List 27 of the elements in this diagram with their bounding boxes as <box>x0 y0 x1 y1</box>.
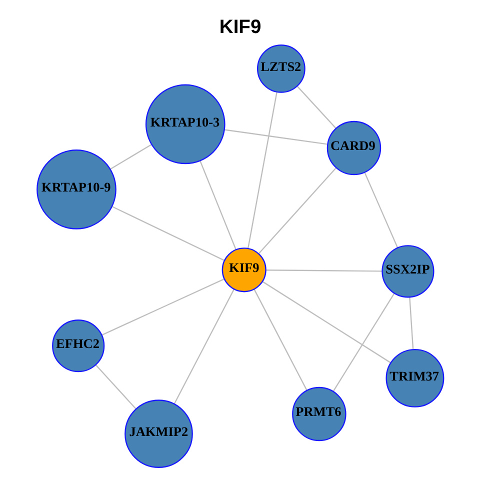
connector <box>100 278 224 336</box>
node-circle: SSX2IP <box>381 244 434 298</box>
node-circle: CARD9 <box>326 120 381 175</box>
connector <box>110 143 152 170</box>
connector <box>296 85 336 128</box>
node-circle: KRTAP10-9 <box>36 149 116 229</box>
connector <box>332 292 394 392</box>
node-circle: KRTAP10-3 <box>144 84 225 164</box>
node-circle: KIF9 <box>221 247 266 292</box>
node-circle: PRMT6 <box>292 386 346 441</box>
connector <box>262 280 390 363</box>
connector <box>173 288 234 404</box>
node-circle: LZTS2 <box>256 44 305 92</box>
connector <box>224 128 327 144</box>
connector <box>265 269 382 272</box>
node-circle: JAKMIP2 <box>124 399 192 468</box>
connector <box>258 167 336 254</box>
connector <box>364 172 398 248</box>
connector <box>111 205 224 260</box>
connector <box>94 364 136 409</box>
node-circle: EFHC2 <box>52 319 104 372</box>
connector <box>408 296 414 349</box>
node-circle: TRIM37 <box>385 348 444 407</box>
connector <box>199 160 236 250</box>
diagram-title: KIF9 <box>218 16 261 38</box>
connector <box>246 92 277 248</box>
connector <box>253 288 307 390</box>
